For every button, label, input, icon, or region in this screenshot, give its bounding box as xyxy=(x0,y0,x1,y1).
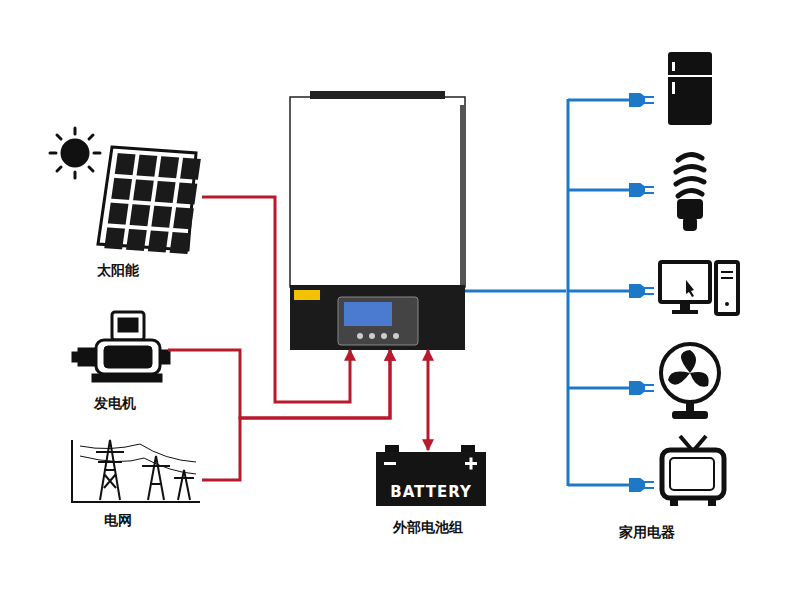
diagram-node: 发电机 xyxy=(68,306,168,416)
diagram-node xyxy=(290,95,465,350)
diagram-node: 家用电器 xyxy=(566,45,748,547)
sun-icon xyxy=(50,128,100,178)
battery-icon xyxy=(376,445,486,506)
wire-connector xyxy=(202,350,390,480)
diagram-node: 太阳能 xyxy=(48,122,202,287)
appliance-bus xyxy=(568,99,632,486)
appliances-label: 家用电器 xyxy=(619,524,675,541)
computer-icon xyxy=(660,262,738,314)
fridge-icon xyxy=(668,52,712,125)
wire-connector xyxy=(168,350,390,418)
diagram-node: BATTERY 外部电池组 xyxy=(372,450,490,540)
wire-connector xyxy=(202,197,350,402)
battery-label: BATTERY xyxy=(390,483,472,501)
generator-label: 发电机 xyxy=(94,395,136,412)
solar-label: 太阳能 xyxy=(97,262,139,279)
wire-connector xyxy=(465,290,566,293)
generator-icon xyxy=(72,312,170,382)
battery-group-label: 外部电池组 xyxy=(393,519,463,536)
inverter-icon xyxy=(290,91,466,350)
diagram-node: 电网 xyxy=(68,432,202,532)
wire-connector xyxy=(427,350,430,450)
plug-icons xyxy=(630,94,654,491)
fan-icon xyxy=(661,344,719,419)
power-grid-icon xyxy=(72,440,200,502)
solar-panel-icon xyxy=(98,147,203,256)
grid-label: 电网 xyxy=(104,512,132,529)
lamp-icon xyxy=(676,154,704,230)
tv-icon xyxy=(662,436,724,506)
